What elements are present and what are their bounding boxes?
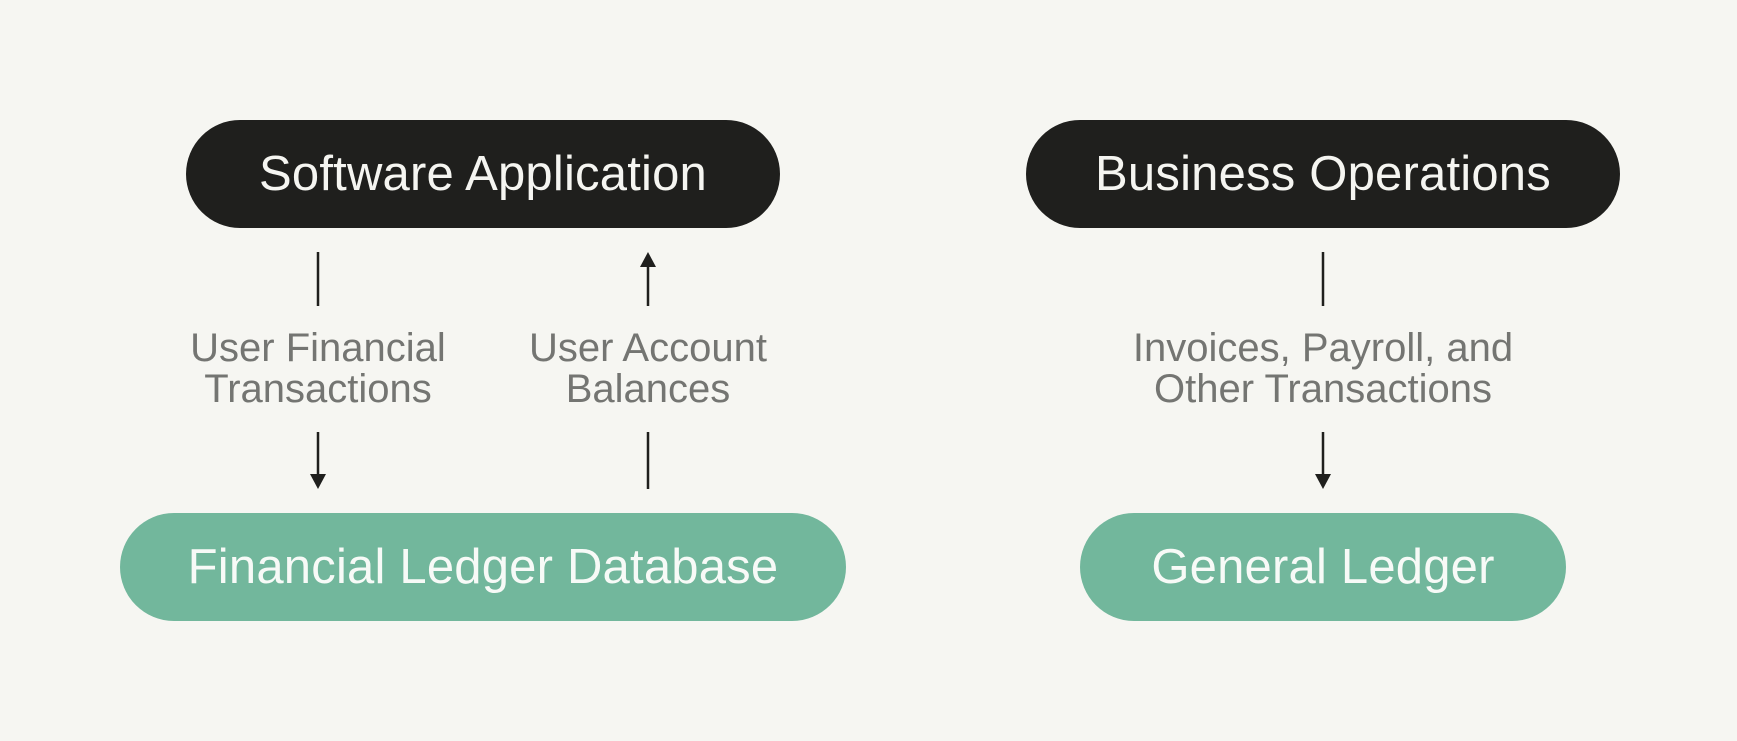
flow-label-line: Other Transactions: [1154, 367, 1492, 411]
flow-label-user-account-balances: User Account Balances: [498, 328, 798, 410]
node-label: Software Application: [259, 147, 707, 201]
flow-label-line: Transactions: [204, 367, 432, 411]
node-label: Financial Ledger Database: [187, 540, 779, 594]
flow-label-invoices-payroll: Invoices, Payroll, and Other Transaction…: [1073, 328, 1573, 410]
down-arrow-head: [310, 474, 326, 489]
flow-label-line: User Financial: [190, 326, 446, 370]
general-ledger-node: General Ledger: [1080, 513, 1566, 621]
flow-label-user-financial-transactions: User Financial Transactions: [168, 328, 468, 410]
flow-label-line: Balances: [565, 367, 731, 411]
business-operations-node: Business Operations: [1026, 120, 1620, 228]
node-label: General Ledger: [1151, 540, 1495, 594]
up-arrow-head: [640, 252, 656, 267]
software-application-node: Software Application: [186, 120, 780, 228]
node-label: Business Operations: [1095, 147, 1551, 201]
flow-label-line: User Account: [529, 326, 767, 370]
financial-ledger-database-node: Financial Ledger Database: [120, 513, 846, 621]
down-arrow-head: [1315, 474, 1331, 489]
flow-label-line: Invoices, Payroll, and: [1132, 326, 1514, 370]
